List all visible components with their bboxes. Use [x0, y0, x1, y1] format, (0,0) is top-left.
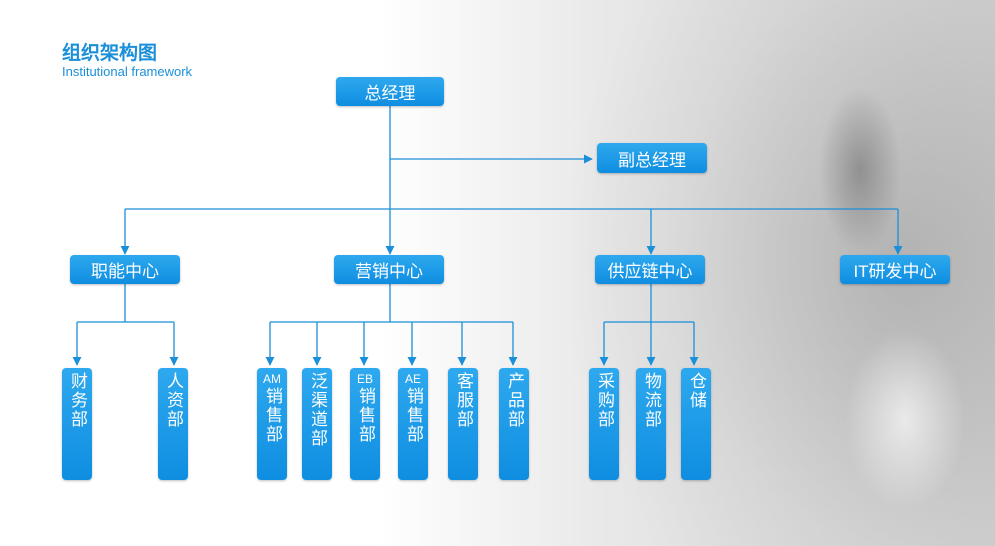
dept-label: 产品部 [505, 372, 524, 429]
background-photo-person [790, 20, 930, 280]
node-center-supply: 供应链中心 [595, 255, 705, 284]
node-ceo: 总经理 [336, 77, 444, 106]
dept-prefix: EB [356, 372, 373, 386]
dept-label: 销售部 [404, 387, 423, 444]
node-deputy: 副总经理 [597, 143, 707, 173]
node-dept-hr: 人资部 [158, 368, 188, 480]
dept-label: 泛渠道部 [308, 372, 327, 448]
node-dept-finance: 财务部 [62, 368, 92, 480]
background-photo-highlight [820, 300, 990, 540]
node-center-functions: 职能中心 [70, 255, 180, 284]
dept-prefix: AM [263, 372, 281, 386]
dept-prefix: AE [404, 372, 421, 386]
node-center-marketing: 营销中心 [334, 255, 444, 284]
dept-label: 销售部 [263, 387, 282, 444]
node-dept-warehouse: 仓储 [681, 368, 711, 480]
dept-label: 财务部 [68, 372, 87, 429]
page-title: 组织架构图 [62, 43, 158, 64]
dept-label: 销售部 [356, 387, 375, 444]
node-dept-logistics: 物流部 [636, 368, 666, 480]
dept-label: 采购部 [595, 372, 614, 429]
node-dept-purchase: 采购部 [589, 368, 619, 480]
dept-label: 物流部 [642, 372, 661, 429]
node-dept-eb-sales: EB 销售部 [350, 368, 380, 480]
page-subtitle: Institutional framework [62, 64, 193, 79]
node-dept-product: 产品部 [499, 368, 529, 480]
node-dept-service: 客服部 [448, 368, 478, 480]
node-dept-channel: 泛渠道部 [302, 368, 332, 480]
dept-label: 仓储 [687, 372, 706, 410]
node-dept-ae-sales: AE 销售部 [398, 368, 428, 480]
node-center-it: IT研发中心 [840, 255, 950, 284]
dept-label: 人资部 [164, 372, 183, 429]
node-dept-am-sales: AM 销售部 [257, 368, 287, 480]
dept-label: 客服部 [454, 372, 473, 429]
